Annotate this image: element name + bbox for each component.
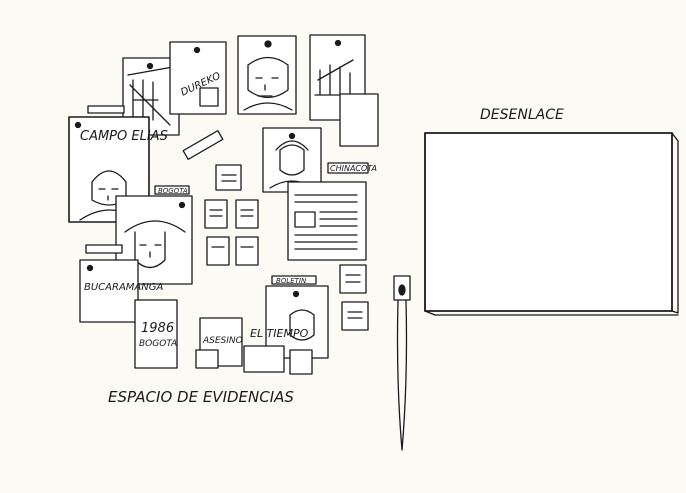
label-boletin: BOLETIN — [276, 277, 307, 285]
tilted-tag — [182, 130, 224, 160]
label-year: 1986 — [141, 321, 174, 336]
evidence-newspaper — [287, 162, 369, 261]
label-campo-elias: CAMPO ELIAS — [80, 129, 168, 144]
evidence-asesino-card — [195, 317, 243, 369]
divider-pole — [393, 275, 411, 451]
label-chinacota: CHINACOTA — [330, 164, 377, 173]
label-el-tiempo: EL TIEMPO — [250, 327, 309, 340]
evidence-bucaramanga-card — [79, 244, 139, 323]
label-bogota-tag: BOGOTA — [158, 187, 188, 195]
evidence-right-notes — [339, 264, 369, 331]
outcome-whiteboard — [424, 132, 679, 316]
outcome-title: DESENLACE — [480, 107, 564, 123]
label-bogota: BOGOTA — [139, 339, 177, 349]
evidence-el-tiempo-card — [243, 275, 329, 375]
evidence-man-with-hat — [115, 185, 193, 285]
evidence-portrait-top — [237, 35, 297, 115]
label-bucaramanga: BUCARAMANGA — [84, 282, 163, 293]
evidence-portrait-curly — [262, 127, 322, 193]
evidence-1986-bogota-card — [134, 299, 178, 369]
evidence-small-notes — [204, 164, 259, 266]
evidence-caption: ESPACIO DE EVIDENCIAS — [108, 388, 294, 406]
tape-strip — [87, 105, 125, 114]
label-asesino: ASESINO — [202, 336, 243, 346]
evidence-building-drawing — [309, 34, 379, 147]
evidence-dureko-card — [169, 41, 227, 115]
